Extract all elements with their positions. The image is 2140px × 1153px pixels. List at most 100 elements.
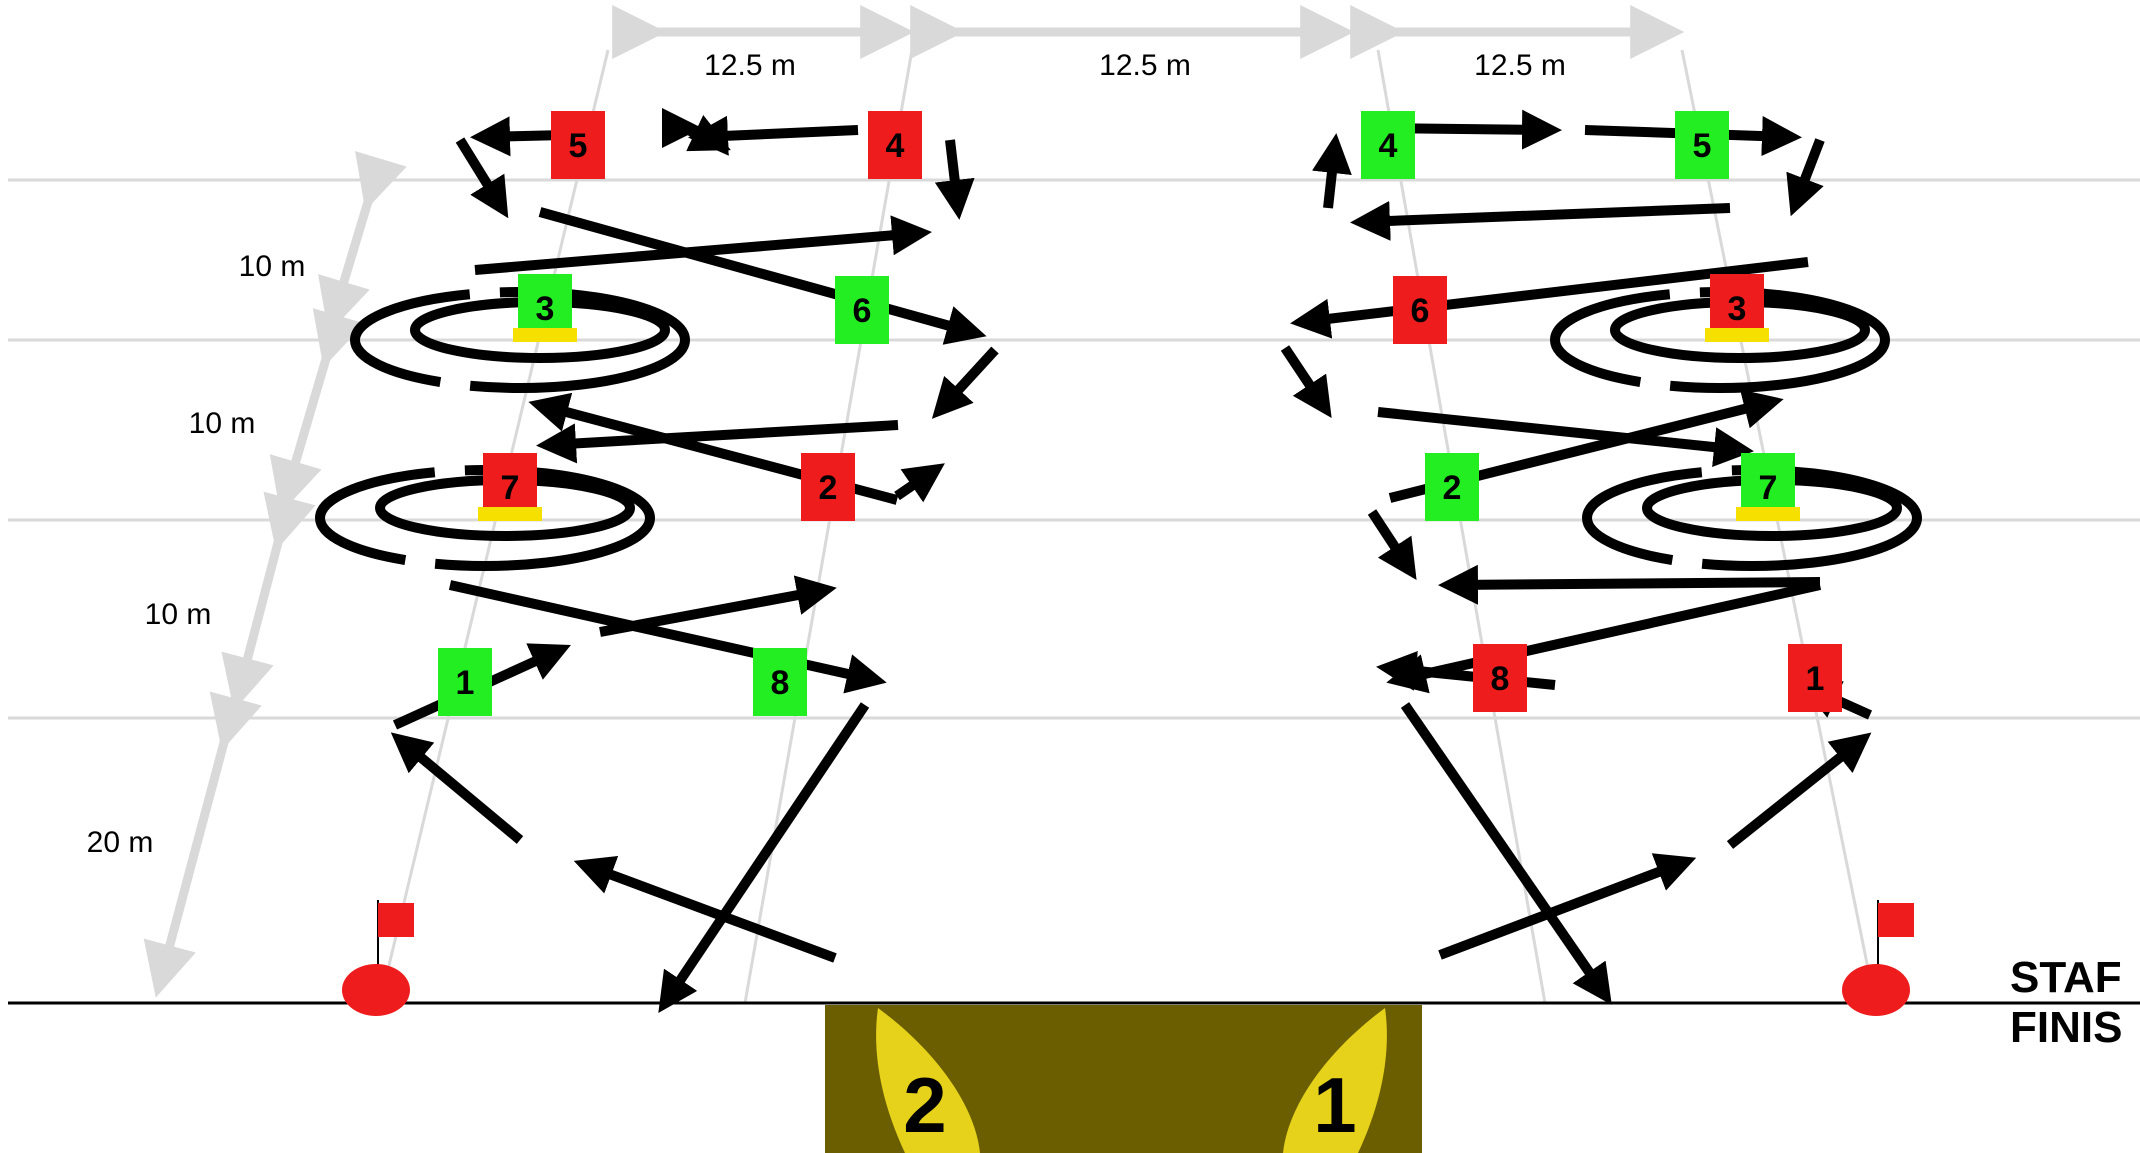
route-arrow bbox=[1438, 564, 1821, 605]
height-arrow bbox=[143, 691, 262, 998]
route-arrow bbox=[1280, 345, 1332, 418]
lane-marker-1 bbox=[1283, 1008, 1387, 1153]
route-arrow bbox=[894, 463, 945, 503]
gate-bar bbox=[513, 328, 577, 342]
lane-line bbox=[1376, 49, 1547, 1004]
marker-number: 7 bbox=[1759, 469, 1778, 507]
marker-number: 6 bbox=[1411, 292, 1430, 330]
gate-bar bbox=[478, 507, 542, 521]
marker-number: 6 bbox=[853, 292, 872, 330]
arena-entry: 2 1 bbox=[825, 1005, 1422, 1153]
marker-box bbox=[801, 453, 855, 521]
dimension-labels: 12.5 m 12.5 m 12.5 m 10 m 10 m 10 m 20 m bbox=[87, 49, 1566, 859]
route-arrow bbox=[538, 207, 987, 345]
marker-5: 5 bbox=[1675, 111, 1729, 179]
route-right bbox=[1280, 109, 1922, 1005]
route-arrow bbox=[1377, 407, 1754, 467]
marker-box bbox=[551, 111, 605, 179]
marker-box bbox=[1675, 111, 1729, 179]
flag-icon bbox=[1878, 903, 1914, 937]
marker-3: 3 bbox=[1705, 274, 1769, 342]
marker-number: 2 bbox=[1443, 469, 1462, 507]
height-arrow bbox=[221, 491, 316, 711]
start-marker-left bbox=[342, 900, 414, 1016]
gate-bar bbox=[1736, 507, 1800, 521]
marker-box bbox=[1361, 111, 1415, 179]
width-label-3: 12.5 m bbox=[1474, 49, 1566, 82]
marker-box bbox=[868, 111, 922, 179]
marker-number: 8 bbox=[771, 664, 790, 702]
lane-marker-2 bbox=[876, 1008, 980, 1153]
route-arrow bbox=[1726, 732, 1872, 849]
arena-number-1: 1 bbox=[1313, 1061, 1356, 1149]
marker-box bbox=[1393, 276, 1447, 344]
gate-bar bbox=[1705, 328, 1769, 342]
finish-label: FINIS bbox=[2010, 1003, 2123, 1052]
route-arrow bbox=[934, 139, 975, 220]
marker-number: 3 bbox=[1728, 290, 1747, 328]
start-label: STAF bbox=[2010, 953, 2122, 1002]
marker-6: 6 bbox=[835, 276, 889, 344]
marker-box bbox=[438, 648, 492, 716]
markers-right: 1 2 3 4 5 6 7 8 bbox=[1361, 111, 1842, 712]
marker-number: 2 bbox=[819, 469, 838, 507]
marker-2: 2 bbox=[1425, 453, 1479, 521]
marker-1: 1 bbox=[1788, 644, 1842, 712]
start-ball bbox=[342, 964, 410, 1016]
dimension-arrows bbox=[143, 5, 1685, 998]
route-arrow bbox=[1350, 200, 1731, 241]
route-arrow bbox=[1367, 509, 1417, 581]
marker-6: 6 bbox=[1393, 276, 1447, 344]
marker-8: 8 bbox=[753, 648, 807, 716]
route-arrow bbox=[1386, 580, 1822, 694]
route-arrow bbox=[390, 732, 524, 844]
height-arrow bbox=[269, 308, 365, 514]
lane-line bbox=[743, 49, 914, 1004]
route-arrow bbox=[573, 856, 837, 963]
start-gap-label: 20 m bbox=[87, 826, 154, 859]
route-left bbox=[315, 108, 999, 1013]
row-label-3: 10 m bbox=[145, 598, 212, 631]
route-arrow bbox=[658, 702, 870, 1013]
route-arrow bbox=[1312, 133, 1352, 209]
marker-4: 4 bbox=[868, 111, 922, 179]
start-marker-right bbox=[1842, 900, 1914, 1016]
marker-number: 4 bbox=[1379, 127, 1398, 165]
marker-number: 8 bbox=[1491, 660, 1510, 698]
lane-line bbox=[378, 49, 610, 1004]
row-lines bbox=[8, 178, 2140, 720]
route-arrow bbox=[1290, 257, 1809, 339]
width-label-1: 12.5 m bbox=[704, 49, 796, 82]
width-label-2: 12.5 m bbox=[1099, 49, 1191, 82]
marker-7: 7 bbox=[1736, 453, 1800, 521]
route-arrow bbox=[474, 215, 932, 275]
marker-4: 4 bbox=[1361, 111, 1415, 179]
marker-box bbox=[835, 276, 889, 344]
marker-box bbox=[753, 648, 807, 716]
marker-number: 4 bbox=[886, 127, 905, 165]
marker-5: 5 bbox=[551, 111, 605, 179]
height-arrow bbox=[318, 151, 407, 334]
marker-box bbox=[1473, 644, 1527, 712]
marker-3: 3 bbox=[513, 274, 577, 342]
marker-number: 5 bbox=[569, 127, 588, 165]
arena-number-2: 2 bbox=[903, 1061, 946, 1149]
route-arrow bbox=[931, 346, 999, 419]
marker-1: 1 bbox=[438, 648, 492, 716]
route-arrow bbox=[455, 137, 509, 219]
route-arrow bbox=[1400, 702, 1612, 1005]
marker-number: 3 bbox=[536, 290, 555, 328]
route-arrow bbox=[1438, 853, 1697, 960]
marker-8: 8 bbox=[1473, 644, 1527, 712]
marker-number: 1 bbox=[1806, 660, 1825, 698]
marker-7: 7 bbox=[478, 453, 542, 521]
route-arrow bbox=[1786, 138, 1825, 217]
start-ball bbox=[1842, 964, 1910, 1016]
marker-box bbox=[1788, 644, 1842, 712]
marker-number: 5 bbox=[1693, 127, 1712, 165]
route-arrow bbox=[688, 115, 859, 156]
flag-icon bbox=[378, 903, 414, 937]
route-arrow bbox=[536, 420, 899, 464]
marker-box bbox=[1425, 453, 1479, 521]
